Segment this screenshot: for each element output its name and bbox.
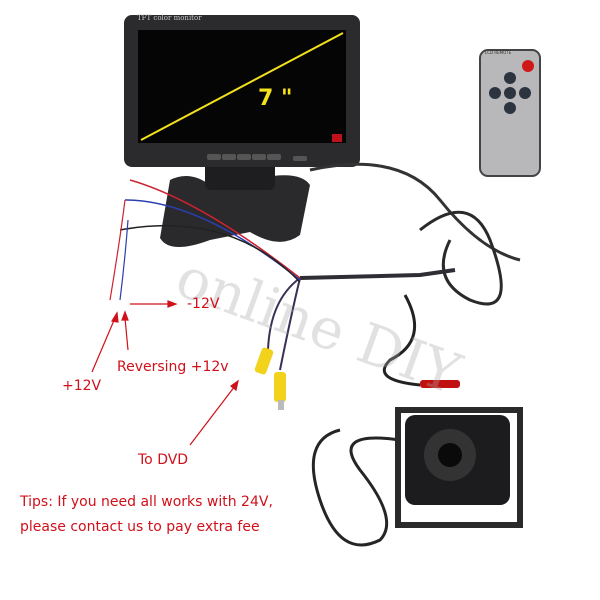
cables bbox=[109, 162, 521, 547]
screen-size-label: 7 " bbox=[258, 86, 293, 111]
remote-label: LCD REMOTE bbox=[485, 50, 512, 55]
label-reversing: Reversing +12v bbox=[117, 359, 229, 375]
remote-control bbox=[479, 49, 541, 177]
label-minus-12v: -12V bbox=[187, 296, 220, 312]
monitor-brand-label: TFT color monitor bbox=[137, 14, 202, 22]
backup-camera bbox=[395, 380, 523, 528]
tips-text: Tips: If you need all works with 24V, pl… bbox=[20, 494, 273, 535]
rca-connectors bbox=[254, 347, 286, 410]
annotation-arrows bbox=[91, 300, 239, 446]
monitor bbox=[124, 15, 360, 167]
monitor-stand bbox=[160, 160, 310, 248]
label-plus-12v: +12V bbox=[62, 378, 102, 394]
label-to-dvd: To DVD bbox=[138, 452, 189, 468]
